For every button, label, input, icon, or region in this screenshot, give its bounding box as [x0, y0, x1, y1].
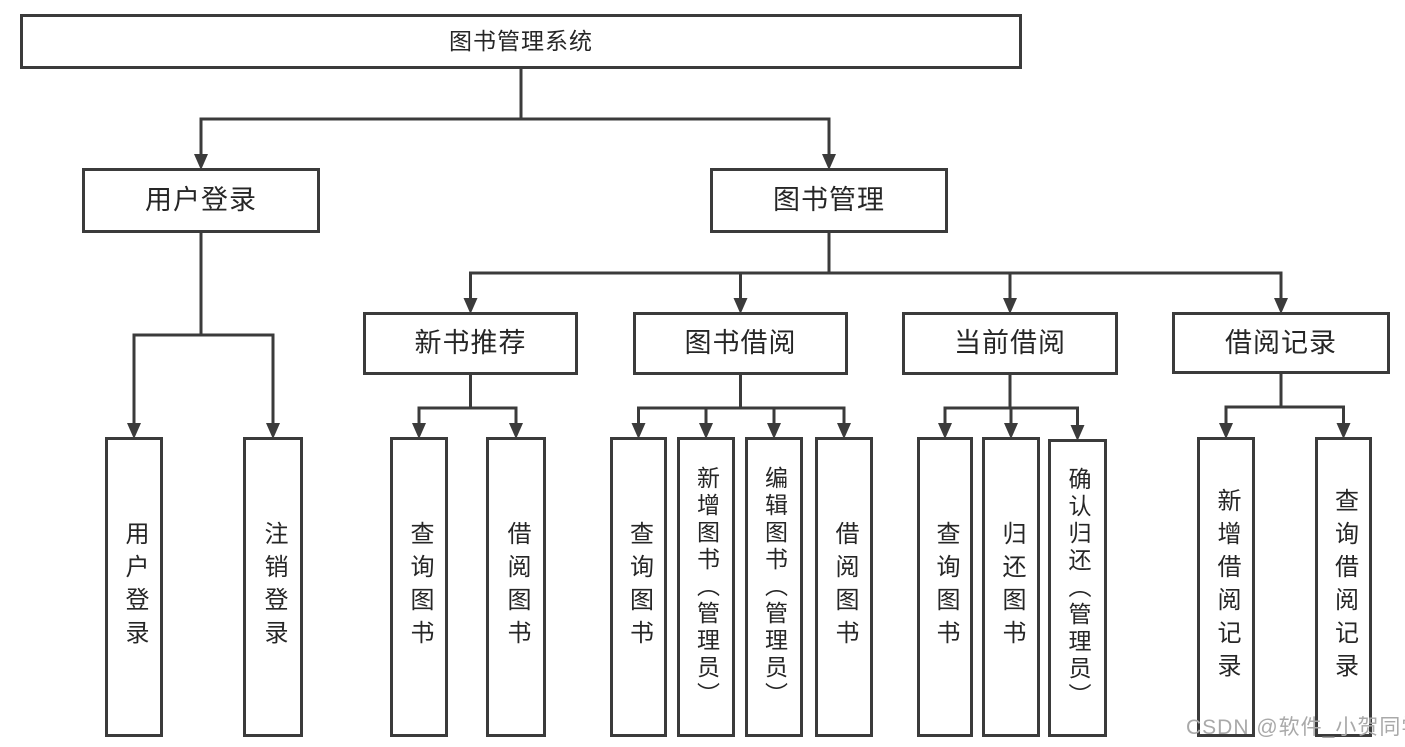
node-label: 图书借阅	[684, 328, 797, 358]
node-leaf-query-book-new: 查询图书	[390, 437, 448, 737]
node-current-borrowing: 当前借阅	[902, 312, 1118, 375]
node-leaf-edit-book-admin: 编辑图书（管理员）	[745, 437, 803, 737]
node-label: 确认归还（管理员）	[1065, 466, 1091, 710]
node-new-book-recommend: 新书推荐	[363, 312, 578, 375]
node-user-login: 用户登录	[82, 168, 320, 233]
node-label: 新增借阅记录	[1213, 488, 1240, 686]
node-label: 用户登录	[145, 185, 257, 215]
node-label: 借阅图书	[503, 521, 530, 653]
node-label: 查询借阅记录	[1330, 488, 1358, 686]
node-leaf-return-book: 归还图书	[982, 437, 1040, 737]
node-label: 归还图书	[998, 521, 1025, 653]
node-label: 用户登录	[121, 521, 148, 653]
node-leaf-query-borrow-record: 查询借阅记录	[1315, 437, 1372, 737]
node-leaf-borrow-book-2: 借阅图书	[815, 437, 873, 737]
node-label: 借阅记录	[1225, 327, 1337, 358]
node-label: 图书管理系统	[449, 28, 593, 54]
node-leaf-add-borrow-record: 新增借阅记录	[1197, 437, 1255, 737]
node-leaf-borrow-book-new: 借阅图书	[486, 437, 546, 737]
node-leaf-query-book-current: 查询图书	[917, 437, 973, 737]
node-label: 借阅图书	[831, 521, 858, 653]
node-book-borrowing: 图书借阅	[633, 312, 848, 375]
node-book-management: 图书管理	[710, 168, 948, 233]
node-label: 当前借阅	[954, 328, 1066, 358]
node-label: 查询图书	[932, 521, 959, 653]
node-root: 图书管理系统	[20, 14, 1022, 69]
node-label: 图书管理	[773, 185, 885, 215]
node-label: 新书推荐	[414, 328, 527, 358]
node-label: 新增图书（管理员）	[693, 465, 720, 709]
node-leaf-add-book-admin: 新增图书（管理员）	[677, 437, 735, 737]
node-leaf-query-book-borrow: 查询图书	[610, 437, 667, 737]
node-label: 查询图书	[406, 521, 433, 653]
node-leaf-confirm-return-admin: 确认归还（管理员）	[1048, 439, 1107, 737]
node-label: 编辑图书（管理员）	[761, 465, 788, 709]
node-leaf-logout: 注销登录	[243, 437, 303, 737]
node-label: 注销登录	[260, 521, 287, 653]
node-borrowing-records: 借阅记录	[1172, 312, 1390, 374]
node-label: 查询图书	[625, 521, 653, 653]
watermark: CSDN @软件_小贺同学	[1186, 716, 1405, 739]
node-leaf-user-login: 用户登录	[105, 437, 163, 737]
